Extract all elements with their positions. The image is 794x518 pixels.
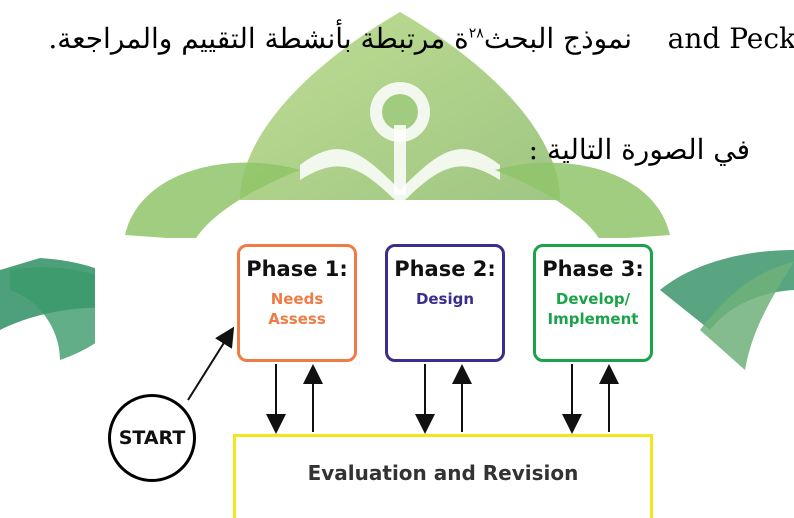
phase-3-subtitle: Develop/ Implement <box>547 290 639 328</box>
evaluation-revision-box: Evaluation and Revision <box>233 434 653 518</box>
phase-3-title: Phase 3: <box>542 257 644 281</box>
arabic-text-line-1: and Peck نموذج البحث٢٨ة مرتبطة بأنشطة ال… <box>48 22 794 55</box>
footnote-reference: ٢٨ <box>468 25 484 42</box>
start-node: START <box>108 394 196 482</box>
phase-2-subtitle: Design <box>415 290 475 308</box>
phase-1-box: Phase 1: Needs Assess <box>237 244 357 362</box>
phase-3-box: Phase 3: Develop/ Implement <box>533 244 653 362</box>
phase-2-box: Phase 2: Design <box>385 244 505 362</box>
arabic-text-line-2: في الصورة التالية : <box>528 133 750 166</box>
phase-1-title: Phase 1: <box>246 257 348 281</box>
evaluation-label: Evaluation and Revision <box>307 461 579 485</box>
arabic-text-tail: نموذج البحث <box>483 22 633 55</box>
phase-1-subtitle: Needs Assess <box>268 290 326 328</box>
arabic-text-head: ة مرتبطة بأنشطة التقييم والمراجعة. <box>48 22 469 55</box>
phase-2-title: Phase 2: <box>394 257 496 281</box>
start-label: START <box>118 427 186 449</box>
latin-text: and Peck <box>667 22 794 55</box>
